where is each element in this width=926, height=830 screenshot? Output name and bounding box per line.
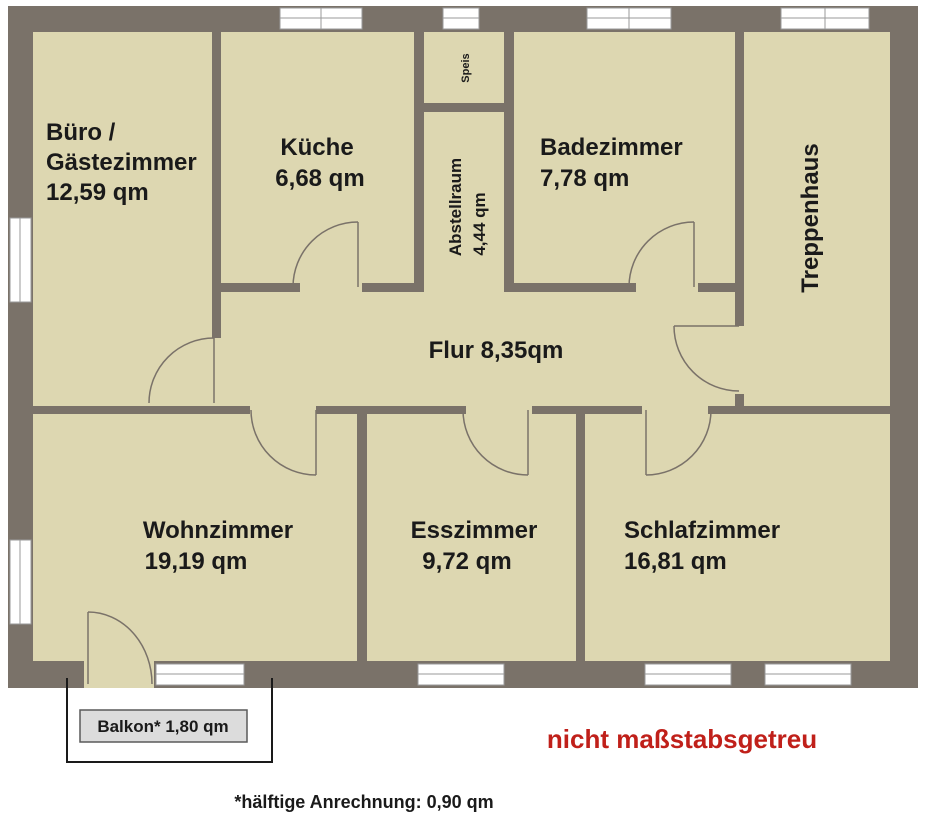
door-swings xyxy=(87,221,740,685)
door-schlafzimmer-flur xyxy=(645,409,712,476)
balcony-label: Balkon* 1,80 qm xyxy=(97,717,228,736)
room-name-kueche: Küche xyxy=(280,134,353,161)
balcony-outline xyxy=(66,678,273,763)
door-wohnzimmer-flur xyxy=(250,409,317,476)
room-area-esszimmer: 9,72 qm xyxy=(422,548,511,575)
room-area-abstellraum: 4,44 qm xyxy=(470,192,489,255)
door-kueche-flur xyxy=(292,221,359,288)
floor-wohnzimmer xyxy=(33,414,357,661)
balcony-label-box xyxy=(79,709,248,743)
floor-schlafzimmer xyxy=(585,414,890,661)
scale-note: nicht maßstabsgetreu xyxy=(547,724,817,754)
room-name-schlafzimmer: Schlafzimmer xyxy=(624,517,780,544)
floor-buero xyxy=(33,32,212,406)
room-name-abstellraum: Abstellraum xyxy=(446,158,465,256)
balcony-door-opening xyxy=(84,660,154,688)
floor-speis xyxy=(424,32,504,103)
floor-badezimmer xyxy=(514,32,735,283)
room-name-buero-line2: Gästezimmer xyxy=(46,149,197,176)
room-name-buero-line1: Büro / xyxy=(46,119,116,146)
room-label-flur: Flur 8,35qm xyxy=(429,337,564,364)
door-esszimmer-flur xyxy=(462,409,529,476)
floor-areas xyxy=(33,32,890,661)
room-name-esszimmer: Esszimmer xyxy=(411,517,538,544)
room-name-wohnzimmer: Wohnzimmer xyxy=(143,517,293,544)
floor-esszimmer xyxy=(367,414,576,661)
door-bad-flur xyxy=(628,221,695,288)
room-area-wohnzimmer: 19,19 qm xyxy=(145,548,248,575)
floor-abstellraum xyxy=(424,112,504,283)
floor-treppenhaus xyxy=(744,32,890,406)
room-name-badezimmer: Badezimmer xyxy=(540,134,683,161)
room-area-badezimmer: 7,78 qm xyxy=(540,165,629,192)
door-openings xyxy=(211,282,745,415)
room-area-schlafzimmer: 16,81 qm xyxy=(624,548,727,575)
floor-kueche xyxy=(221,32,414,283)
door-flur-treppenhaus xyxy=(673,325,740,392)
room-area-kueche: 6,68 qm xyxy=(275,165,364,192)
room-area-buero: 12,59 qm xyxy=(46,179,149,206)
room-name-speis: Speis xyxy=(460,53,472,82)
door-buero-flur xyxy=(148,337,215,404)
room-name-treppenhaus: Treppenhaus xyxy=(797,143,824,292)
balcony-footnote: *hälftige Anrechnung: 0,90 qm xyxy=(234,792,493,812)
door-wohnzimmer-balkon xyxy=(87,611,153,685)
floor-flur xyxy=(221,292,735,406)
window-panes xyxy=(19,8,869,675)
